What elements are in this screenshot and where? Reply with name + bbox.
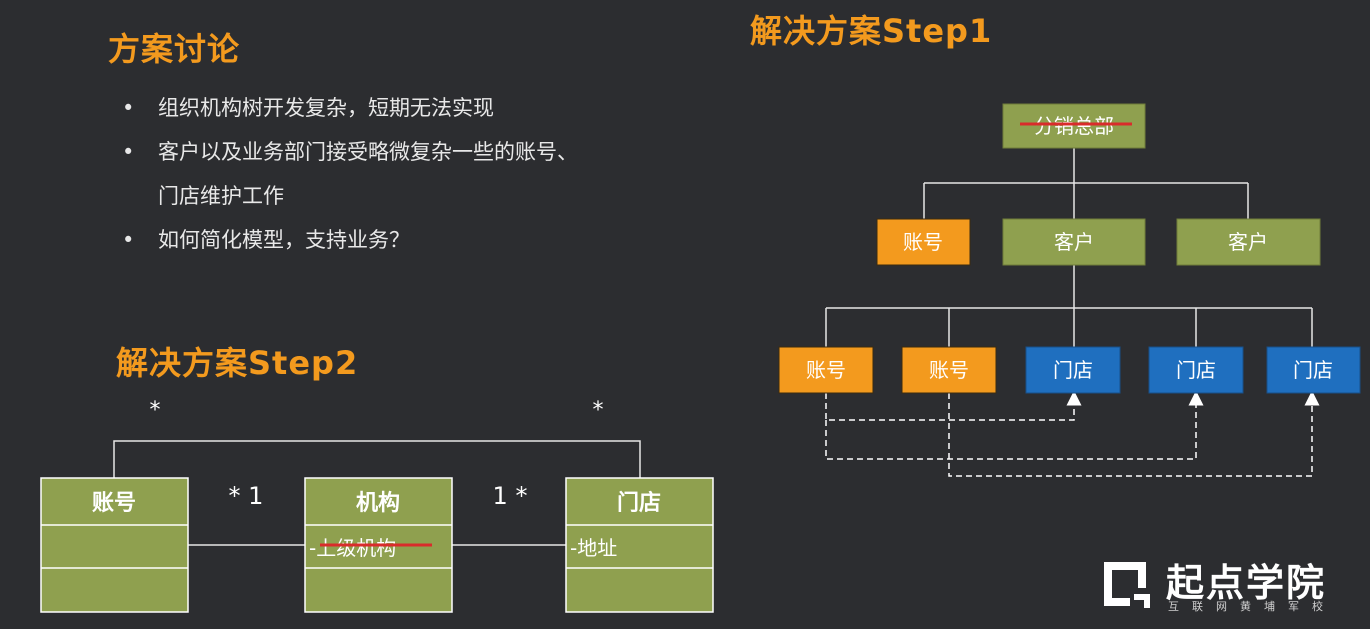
bullet-item: •如何简化模型，支持业务？: [122, 218, 578, 262]
tree-node-level3: 账号: [778, 346, 874, 394]
tree-node-level3: 门店: [1148, 346, 1244, 394]
class-attribute: -地址: [570, 536, 617, 560]
svg-text:客户: 客户: [1228, 230, 1268, 254]
class-attribute: -上级机构: [309, 536, 396, 560]
svg-text:账号: 账号: [929, 358, 969, 382]
discussion-bullets: •组织机构树开发复杂，短期无法实现 •客户以及业务部门接受略微复杂一些的账号、 …: [122, 86, 578, 262]
svg-text:门店: 门店: [1053, 358, 1093, 382]
multiplicity-label: *: [593, 398, 604, 423]
discussion-title: 方案讨论: [108, 30, 241, 68]
brand-logo: 起点学院 互联网黄埔军校: [1100, 556, 1355, 616]
bullet-item: •组织机构树开发复杂，短期无法实现: [122, 86, 578, 130]
step1-title: 解决方案Step1: [750, 12, 993, 50]
svg-text:分销总部: 分销总部: [1034, 114, 1114, 138]
tree-node-level2: 客户: [1002, 218, 1146, 266]
uml-class: 门店 -地址: [565, 477, 714, 613]
dashed-links: [825, 390, 1320, 477]
tree-connectors: [825, 148, 1313, 347]
logo-subtitle: 互联网黄埔军校: [1168, 600, 1336, 613]
step2-title: 解决方案Step2: [116, 344, 359, 382]
uml-class: 账号: [40, 477, 189, 613]
bullet-continuation: 门店维护工作: [158, 184, 284, 208]
bullet-item: •客户以及业务部门接受略微复杂一些的账号、: [122, 130, 578, 174]
svg-text:门店: 门店: [1293, 358, 1333, 382]
logo-text: 起点学院: [1166, 561, 1327, 605]
tree-node-level2: 账号: [876, 218, 971, 266]
multiplicity-label: *: [150, 398, 161, 423]
uml-class: 机构 -上级机构: [304, 477, 453, 613]
bullet-marker: •: [122, 228, 135, 252]
association-lines: [113, 440, 641, 546]
class-name: 账号: [92, 491, 136, 516]
tree-node-level3: 门店: [1266, 346, 1361, 394]
svg-text:客户: 客户: [1054, 230, 1094, 254]
tree-node-root: 分销总部: [1002, 103, 1146, 149]
bullet-marker: •: [122, 96, 135, 120]
svg-text:账号: 账号: [806, 358, 846, 382]
svg-text:账号: 账号: [903, 230, 943, 254]
class-name: 机构: [356, 490, 400, 516]
association-label: 1 *: [493, 482, 528, 510]
association-label: * 1: [229, 482, 264, 510]
class-name: 门店: [617, 490, 661, 516]
tree-node-level3: 门店: [1025, 346, 1121, 394]
bullet-marker: •: [122, 140, 135, 164]
logo-mark-icon: [1104, 562, 1150, 608]
tree-node-level2: 客户: [1176, 218, 1321, 266]
tree-node-level3: 账号: [901, 346, 997, 394]
svg-text:门店: 门店: [1176, 358, 1216, 382]
